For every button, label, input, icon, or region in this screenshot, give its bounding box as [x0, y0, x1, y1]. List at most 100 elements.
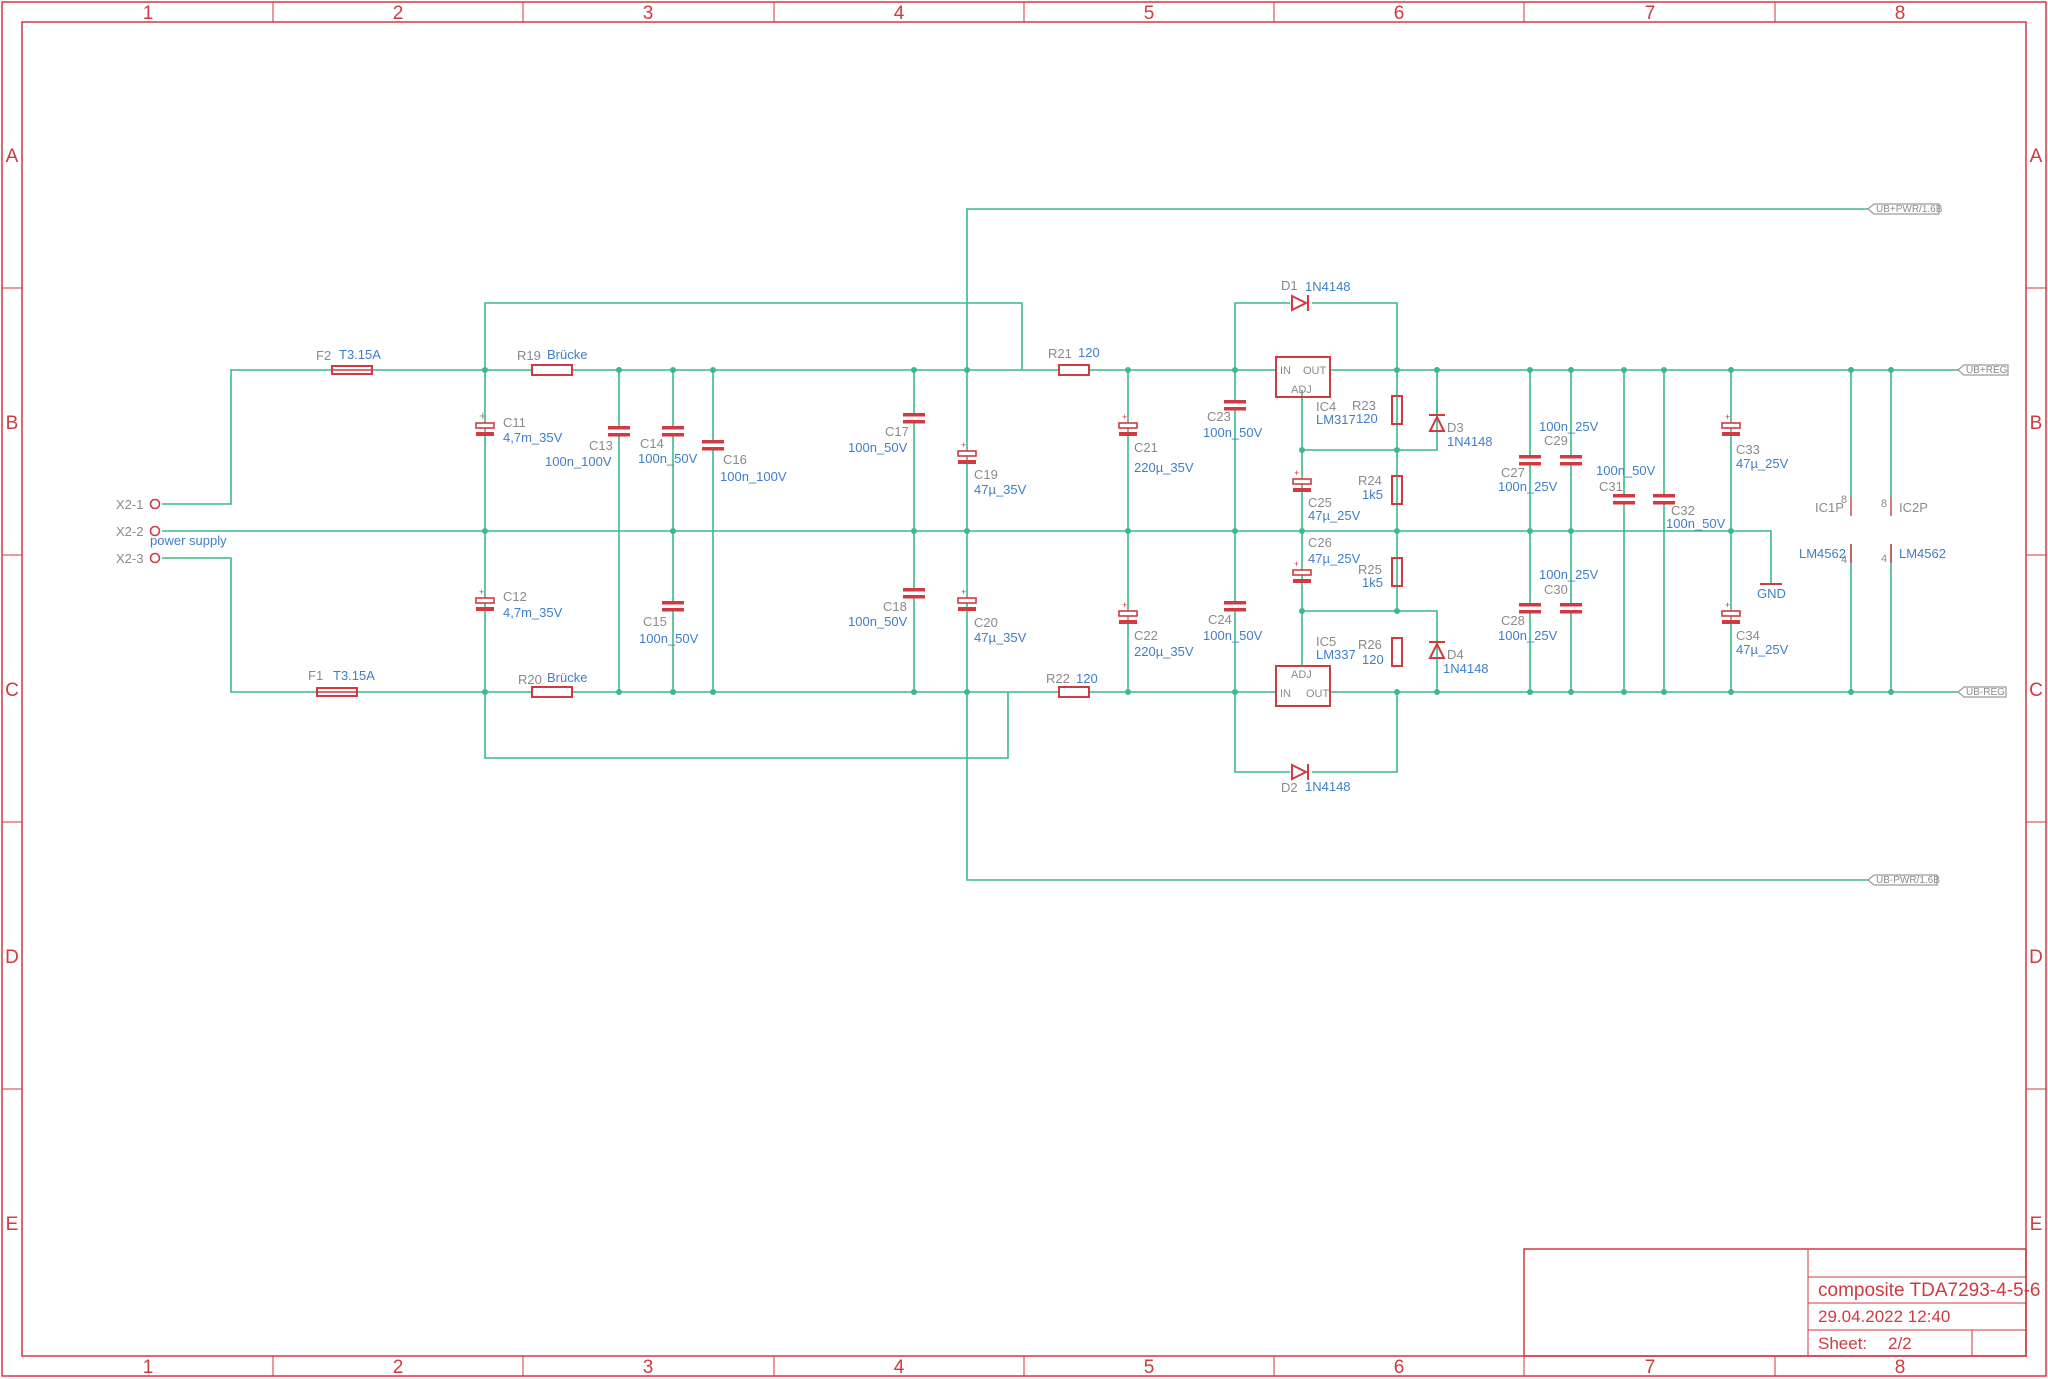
junction-dot	[1434, 367, 1440, 373]
component-name: C27	[1501, 465, 1525, 480]
component-name: R25	[1358, 562, 1382, 577]
capacitor-icon	[1519, 455, 1541, 459]
component-name: F2	[316, 348, 331, 363]
component-name: F1	[308, 668, 323, 683]
capacitor-c24: C24 100n_50V	[1203, 601, 1263, 643]
column-labels-bottom: 1 2 3 4 5 6 7 8	[143, 1357, 1906, 1378]
component-value: 4,7m_35V	[503, 430, 563, 445]
component-value: 100n_50V	[1666, 516, 1726, 531]
junction-dot	[1394, 608, 1400, 614]
capacitor-c27: C27 100n_25V	[1498, 455, 1558, 494]
capacitor-icon	[957, 597, 977, 604]
row-label: C	[5, 680, 19, 701]
capacitor-c18: C18 100n_50V	[848, 588, 925, 629]
component-name: C14	[640, 436, 664, 451]
component-name: C11	[503, 415, 526, 430]
component-name: R26	[1358, 637, 1382, 652]
svg-text:+: +	[1294, 468, 1299, 478]
port-label: UB+REG	[1966, 365, 2008, 376]
junction-dot	[1232, 689, 1238, 695]
regulator-ic4: IN OUT ADJ IC4 LM317	[1275, 356, 1356, 427]
component-value: 100n_50V	[639, 631, 699, 646]
component-value: 47µ_25V	[1308, 551, 1361, 566]
component-value: 100n_25V	[1539, 567, 1599, 582]
junction-dot	[1527, 367, 1533, 373]
junction-dot	[964, 689, 970, 695]
component-name: D1	[1281, 278, 1298, 293]
component-value: LM337	[1316, 647, 1356, 662]
port-ub-neg-reg: UB-REG	[1957, 686, 2007, 698]
junction-dot	[1888, 367, 1894, 373]
component-name: C23	[1207, 409, 1231, 424]
junction-dot	[710, 689, 716, 695]
component-name: C28	[1501, 613, 1525, 628]
resistor-r23: R23 120	[1352, 395, 1403, 426]
column-label: 1	[143, 3, 154, 24]
junction-dot	[1394, 447, 1400, 453]
junction-dot	[616, 689, 622, 695]
diode-d3: D3 1N4148	[1428, 400, 1493, 449]
component-name: D3	[1447, 420, 1464, 435]
connector-pin-label: X2-3	[116, 551, 143, 566]
capacitor-c11: + C11 4,7m_35V	[475, 408, 563, 445]
component-value: 1k5	[1362, 575, 1383, 590]
column-label: 4	[894, 3, 905, 24]
component-value: 100n_100V	[720, 469, 787, 484]
component-value: 100n_100V	[545, 454, 612, 469]
junction-dot	[670, 367, 676, 373]
gnd-label: GND	[1757, 586, 1786, 601]
component-value: 4,7m_35V	[503, 605, 563, 620]
component-name: R23	[1352, 398, 1376, 413]
capacitor-c15: C15 100n_50V	[639, 601, 699, 646]
sheet-number: 2/2	[1888, 1334, 1912, 1353]
pin-label: 8	[1881, 498, 1887, 510]
capacitor-c33: + C33 47µ_25V	[1721, 412, 1789, 471]
svg-text:+: +	[961, 587, 966, 597]
component-value: 220µ_35V	[1134, 460, 1194, 475]
capacitor-icon	[1292, 569, 1312, 576]
column-label: 4	[894, 1357, 905, 1378]
capacitor-c29: 100n_25V C29	[1539, 419, 1599, 466]
component-value: 1N4148	[1443, 661, 1489, 676]
row-label: D	[2029, 947, 2043, 968]
component-value: 100n_50V	[1596, 463, 1656, 478]
junction-dot	[1125, 367, 1131, 373]
junction-dot	[1661, 367, 1667, 373]
junction-dot	[710, 367, 716, 373]
svg-text:+: +	[1725, 600, 1730, 610]
resistor-icon	[531, 364, 573, 376]
component-name: C24	[1208, 612, 1232, 627]
capacitor-icon	[1519, 603, 1541, 607]
capacitor-icon	[903, 588, 925, 592]
capacitor-c16: C16 100n_100V	[702, 440, 787, 484]
pin-label: 4	[1841, 554, 1847, 566]
capacitor-icon	[1721, 422, 1741, 429]
junction-dot	[1394, 367, 1400, 373]
component-value: 220µ_35V	[1134, 644, 1194, 659]
junction-dot	[1848, 367, 1854, 373]
capacitor-icon	[957, 450, 977, 457]
svg-text:+: +	[1122, 600, 1127, 610]
resistor-icon	[1391, 637, 1403, 667]
opamp-power-ic2p: 8 4 IC2P LM4562	[1881, 497, 1946, 565]
gnd-symbol: GND	[1757, 583, 1786, 601]
connector-value: power supply	[150, 533, 227, 548]
diode-d4: D4 1N4148	[1428, 641, 1489, 676]
drawing-date: 29.04.2022 12:40	[1818, 1307, 1950, 1326]
junction-dot	[911, 689, 917, 695]
resistor-r19: R19 Brücke	[517, 347, 587, 376]
capacitor-c23: C23 100n_50V	[1203, 400, 1263, 440]
component-value: Brücke	[547, 670, 587, 685]
component-name: C32	[1671, 503, 1695, 518]
junction-dot	[1299, 608, 1305, 614]
component-name: C29	[1544, 433, 1568, 448]
junction-dot	[670, 689, 676, 695]
row-label: A	[6, 146, 19, 167]
row-labels-right: A B C D E	[2029, 146, 2043, 1235]
row-label: D	[5, 947, 19, 968]
port-label: UB-REG	[1966, 687, 2005, 698]
capacitor-c28: C28 100n_25V	[1498, 603, 1558, 643]
junction-dot	[616, 367, 622, 373]
